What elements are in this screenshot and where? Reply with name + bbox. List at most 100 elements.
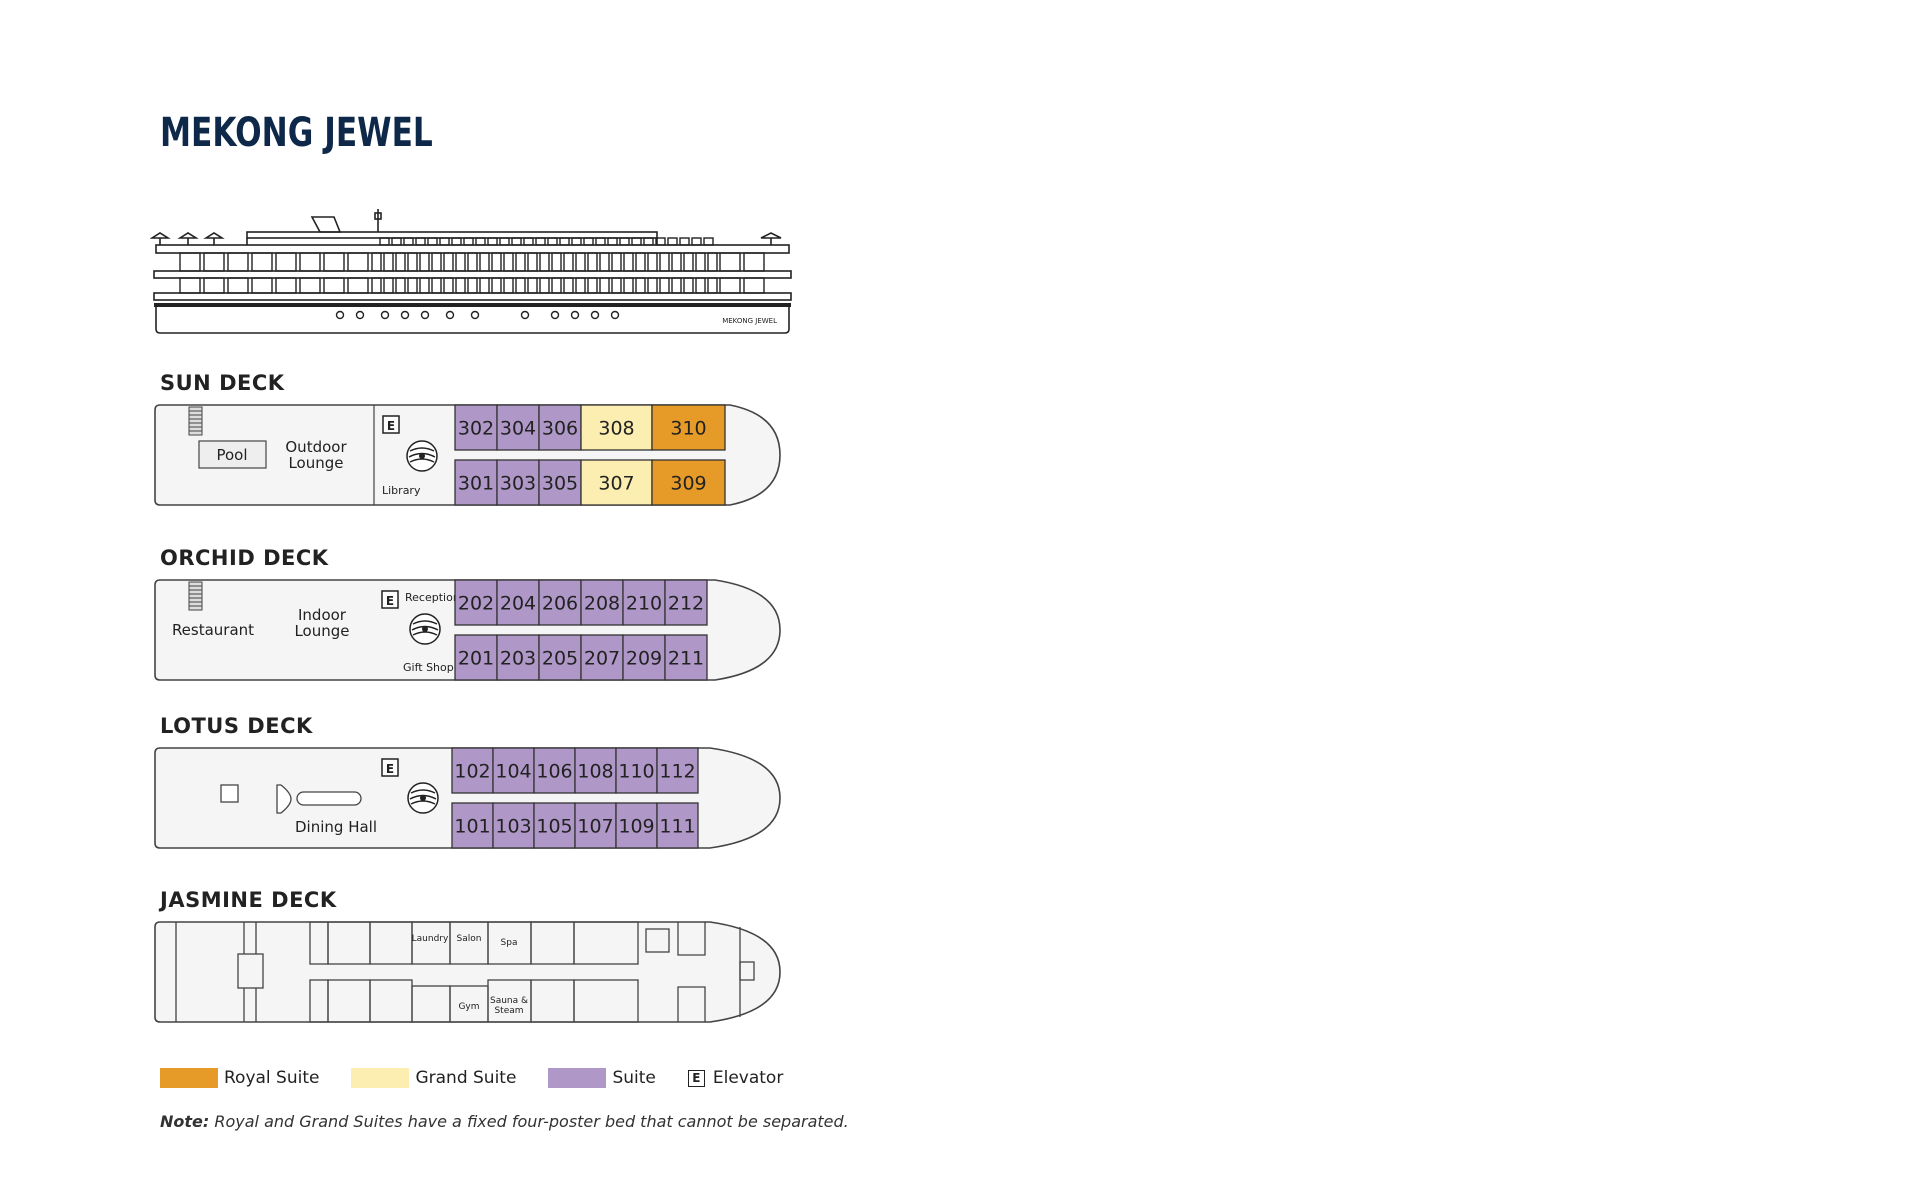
cabin-111[interactable]: 111 bbox=[656, 802, 699, 849]
cabin-number: 201 bbox=[458, 647, 494, 669]
cabin-number: 208 bbox=[584, 592, 620, 614]
cabin-number: 205 bbox=[542, 647, 578, 669]
cabin-301[interactable]: 301 bbox=[454, 459, 498, 506]
cabin-number: 111 bbox=[659, 815, 695, 837]
elevator-icon: E bbox=[381, 590, 399, 609]
legend-grand-suite: Grand Suite bbox=[351, 1068, 516, 1088]
cabin-309[interactable]: 309 bbox=[651, 459, 726, 506]
hull-name: MEKONG JEWEL bbox=[722, 317, 777, 325]
lotus-buffet-fixture bbox=[276, 784, 292, 814]
outdoor-lounge-label-2: Lounge bbox=[288, 454, 343, 472]
cabin-number: 104 bbox=[495, 760, 531, 782]
laundry-label: Laundry bbox=[412, 934, 449, 944]
cabin-number: 203 bbox=[500, 647, 536, 669]
indoor-lounge-label: Indoor bbox=[298, 606, 347, 624]
note: Note: Royal and Grand Suites have a fixe… bbox=[160, 1112, 849, 1131]
restaurant-label: Restaurant bbox=[172, 621, 254, 639]
svg-text:E: E bbox=[386, 762, 394, 776]
cabin-201[interactable]: 201 bbox=[454, 634, 498, 681]
cabin-106[interactable]: 106 bbox=[533, 747, 576, 794]
cabin-212[interactable]: 212 bbox=[664, 579, 708, 626]
cabin-number: 107 bbox=[577, 815, 613, 837]
sauna-label: Sauna & bbox=[490, 996, 528, 1006]
svg-text:E: E bbox=[387, 419, 395, 433]
cabin-number: 103 bbox=[495, 815, 531, 837]
orchid-deck-plan: Restaurant Indoor Lounge E Reception Gif… bbox=[154, 579, 781, 681]
cabin-308[interactable]: 308 bbox=[580, 404, 653, 451]
gift-shop-label: Gift Shop bbox=[403, 661, 454, 674]
cabin-112[interactable]: 112 bbox=[656, 747, 699, 794]
library-label: Library bbox=[382, 484, 421, 497]
cabin-number: 207 bbox=[584, 647, 620, 669]
cabin-number: 204 bbox=[500, 592, 536, 614]
cabin-208[interactable]: 208 bbox=[580, 579, 624, 626]
cabin-302[interactable]: 302 bbox=[454, 404, 498, 451]
indoor-lounge-label-2: Lounge bbox=[294, 622, 349, 640]
cabin-number: 307 bbox=[598, 472, 634, 494]
cabin-number: 303 bbox=[500, 472, 536, 494]
cabin-number: 109 bbox=[618, 815, 654, 837]
cabin-number: 306 bbox=[542, 417, 578, 439]
cabin-310[interactable]: 310 bbox=[651, 404, 726, 451]
cabin-number: 102 bbox=[454, 760, 490, 782]
cabin-number: 209 bbox=[626, 647, 662, 669]
cabin-110[interactable]: 110 bbox=[615, 747, 658, 794]
note-text: Royal and Grand Suites have a fixed four… bbox=[209, 1112, 849, 1131]
reception-label: Reception bbox=[405, 591, 460, 604]
cabin-number: 210 bbox=[626, 592, 662, 614]
ship-title: MEKONG JEWEL bbox=[160, 110, 433, 156]
elevator-icon: E bbox=[382, 415, 400, 434]
cabin-304[interactable]: 304 bbox=[496, 404, 540, 451]
cabin-number: 304 bbox=[500, 417, 536, 439]
cabin-206[interactable]: 206 bbox=[538, 579, 582, 626]
steam-label: Steam bbox=[494, 1006, 523, 1016]
cabin-102[interactable]: 102 bbox=[451, 747, 494, 794]
legend-swatch-royal bbox=[160, 1068, 218, 1088]
cabin-number: 301 bbox=[458, 472, 494, 494]
cabin-202[interactable]: 202 bbox=[454, 579, 498, 626]
cabin-105[interactable]: 105 bbox=[533, 802, 576, 849]
stairs-icon bbox=[188, 406, 203, 436]
cabin-108[interactable]: 108 bbox=[574, 747, 617, 794]
cabin-303[interactable]: 303 bbox=[496, 459, 540, 506]
cabin-305[interactable]: 305 bbox=[538, 459, 582, 506]
cabin-103[interactable]: 103 bbox=[492, 802, 535, 849]
cabin-number: 310 bbox=[670, 417, 706, 439]
cabin-306[interactable]: 306 bbox=[538, 404, 582, 451]
cabin-number: 202 bbox=[458, 592, 494, 614]
legend-label: Royal Suite bbox=[224, 1068, 320, 1088]
note-prefix: Note: bbox=[160, 1112, 210, 1131]
cabin-307[interactable]: 307 bbox=[580, 459, 653, 506]
cabin-210[interactable]: 210 bbox=[622, 579, 666, 626]
cabin-204[interactable]: 204 bbox=[496, 579, 540, 626]
legend-label: Suite bbox=[612, 1068, 656, 1088]
cabin-number: 108 bbox=[577, 760, 613, 782]
cabin-207[interactable]: 207 bbox=[580, 634, 624, 681]
cabin-211[interactable]: 211 bbox=[664, 634, 708, 681]
cabin-209[interactable]: 209 bbox=[622, 634, 666, 681]
salon-label: Salon bbox=[457, 934, 482, 944]
spa-label: Spa bbox=[501, 938, 518, 948]
cabin-205[interactable]: 205 bbox=[538, 634, 582, 681]
cabin-109[interactable]: 109 bbox=[615, 802, 658, 849]
pool bbox=[198, 440, 267, 469]
legend-label: Grand Suite bbox=[415, 1068, 517, 1088]
lotus-long-table bbox=[296, 791, 362, 806]
cabin-203[interactable]: 203 bbox=[496, 634, 540, 681]
stairs-icon bbox=[188, 581, 203, 611]
cabin-number: 305 bbox=[542, 472, 578, 494]
cabin-104[interactable]: 104 bbox=[492, 747, 535, 794]
legend-swatch-suite bbox=[548, 1068, 607, 1088]
cabin-101[interactable]: 101 bbox=[451, 802, 494, 849]
cabin-number: 112 bbox=[659, 760, 695, 782]
lotus-deck-label: LOTUS DECK bbox=[160, 714, 313, 738]
outdoor-lounge-label: Outdoor bbox=[285, 438, 347, 456]
cabin-number: 110 bbox=[618, 760, 654, 782]
jasmine-deck-label: JASMINE DECK bbox=[160, 888, 337, 912]
lotus-square-fixture bbox=[220, 784, 239, 803]
spiral-staircase-icon bbox=[407, 782, 439, 814]
legend-elevator: E Elevator bbox=[687, 1068, 783, 1088]
cabin-107[interactable]: 107 bbox=[574, 802, 617, 849]
